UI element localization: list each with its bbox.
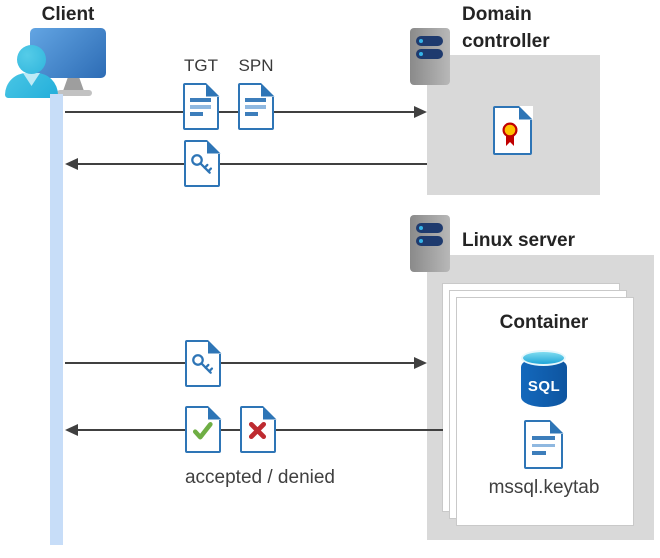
server-bar xyxy=(416,36,443,46)
doc-text-line xyxy=(245,112,258,116)
keytab-document-icon xyxy=(524,419,564,469)
arrow-dc-to-client xyxy=(77,163,427,165)
container-label: Container xyxy=(499,312,589,333)
accepted-document-icon xyxy=(185,405,222,453)
spn-label: SPN xyxy=(238,56,274,75)
tgt-label: TGT xyxy=(184,56,218,75)
arrowhead-left-icon xyxy=(65,424,78,436)
keytab-label: mssql.keytab xyxy=(488,477,600,498)
monitor-base xyxy=(57,90,92,96)
domain-controller-label: Domain controller xyxy=(462,4,550,52)
client-label: Client xyxy=(41,4,95,25)
doc-text-line xyxy=(532,451,546,455)
arrow-client-to-linux xyxy=(65,362,415,364)
spn-document-icon xyxy=(238,82,275,130)
checkmark-icon xyxy=(192,422,213,440)
doc-text-line xyxy=(245,98,266,102)
monitor-stand xyxy=(63,78,84,91)
sql-badge-label: SQL xyxy=(527,378,561,395)
certificate-seal-icon xyxy=(502,122,518,146)
doc-text-line xyxy=(190,98,211,102)
server-led xyxy=(418,238,423,243)
key-icon xyxy=(191,154,213,174)
server-led xyxy=(418,225,423,230)
cross-icon xyxy=(248,421,267,440)
doc-text-line xyxy=(190,105,211,109)
doc-text-line xyxy=(532,443,555,447)
denied-document-icon xyxy=(240,405,277,453)
linux-server-icon xyxy=(410,215,450,272)
server-led xyxy=(418,51,423,56)
arrowhead-left-icon xyxy=(65,158,78,170)
sql-database-top xyxy=(521,350,566,366)
tgt-document-icon xyxy=(183,82,220,130)
server-bar xyxy=(416,223,443,233)
doc-text-line xyxy=(245,105,266,109)
accepted-denied-label: accepted / denied xyxy=(184,467,335,488)
key-icon xyxy=(192,354,214,374)
key-ticket-icon xyxy=(185,339,222,387)
doc-text-line xyxy=(532,436,555,440)
server-bar xyxy=(416,49,443,59)
key-ticket-icon xyxy=(184,139,221,187)
arrowhead-right-icon xyxy=(414,106,427,118)
client-lifeline xyxy=(50,94,63,545)
doc-text-line xyxy=(190,112,203,116)
container-card-front xyxy=(456,297,634,526)
arrowhead-right-icon xyxy=(414,357,427,369)
user-head xyxy=(17,45,46,74)
domain-controller-server-icon xyxy=(410,28,450,85)
server-led xyxy=(418,38,423,43)
certificate-icon xyxy=(493,105,533,155)
server-bar xyxy=(416,236,443,246)
linux-server-label: Linux server xyxy=(462,230,575,251)
